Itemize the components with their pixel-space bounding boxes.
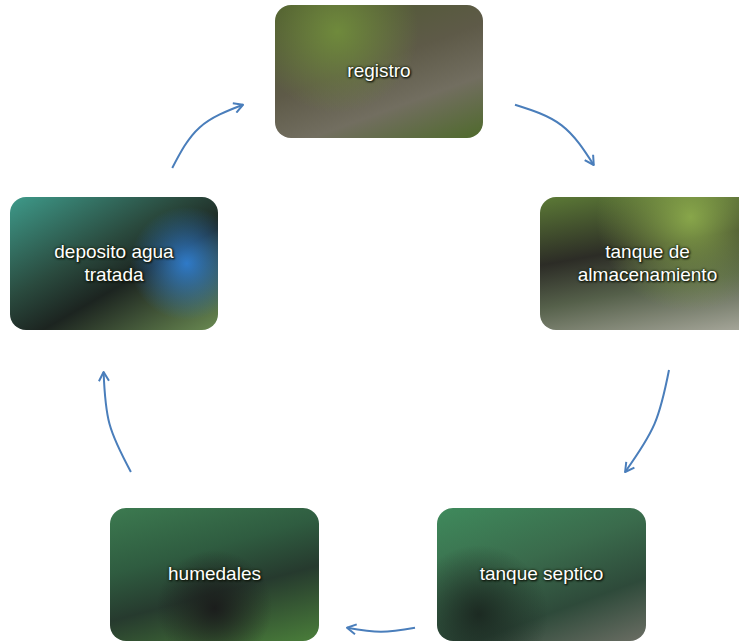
cycle-arrow: [625, 370, 669, 472]
cycle-arrow: [172, 105, 243, 168]
photo-box: registro: [275, 5, 483, 138]
photo-box: tanque septico: [437, 508, 646, 641]
box-label: tanque septico: [472, 559, 612, 590]
box-label: registro: [339, 56, 418, 87]
box-label: deposito agua tratada: [31, 237, 197, 291]
cycle-arrow: [347, 628, 415, 632]
box-label: humedales: [160, 559, 269, 590]
cycle-arrow: [104, 372, 131, 472]
cycle-arrow: [515, 105, 594, 165]
photo-box: tanque de almacenamiento: [540, 197, 739, 330]
photo-box: humedales: [110, 508, 319, 641]
box-label: tanque de almacenamiento: [547, 237, 739, 291]
photo-box: deposito agua tratada: [10, 197, 218, 330]
